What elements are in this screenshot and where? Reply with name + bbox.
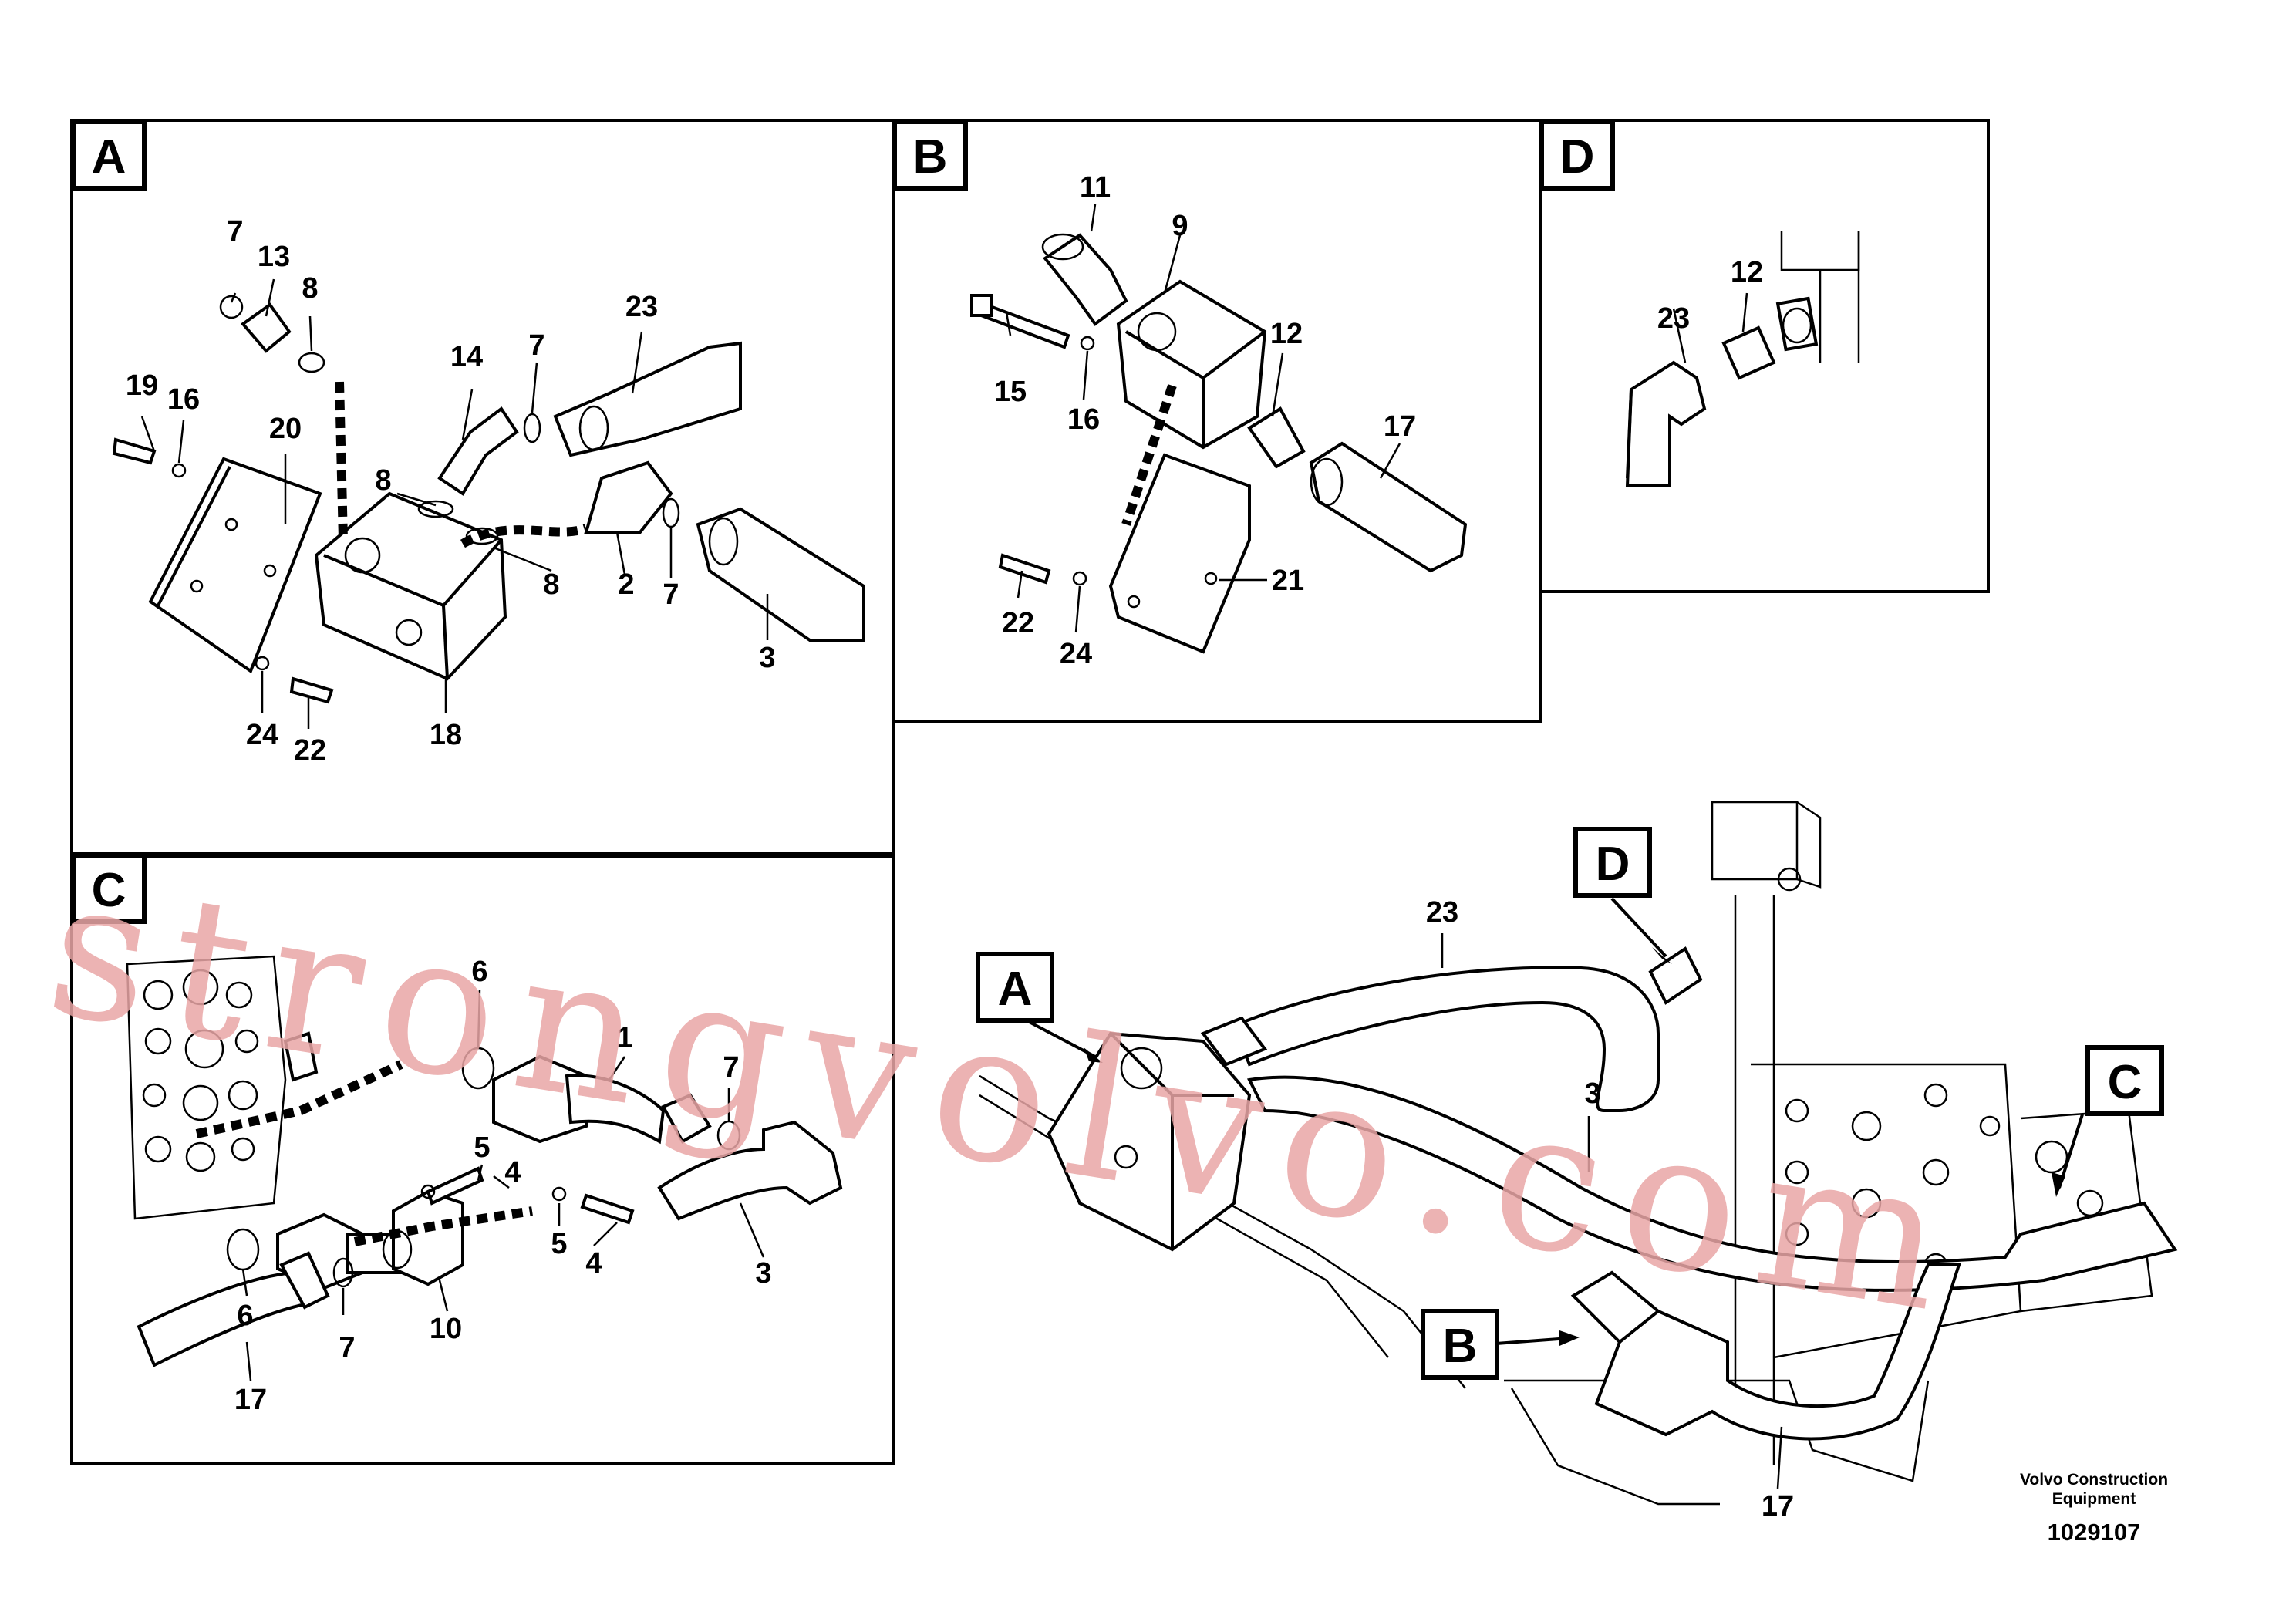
svg-text:3: 3: [759, 642, 775, 674]
svg-text:C: C: [92, 864, 126, 917]
svg-text:7: 7: [528, 329, 544, 362]
svg-text:8: 8: [302, 272, 318, 305]
svg-text:3: 3: [755, 1257, 771, 1290]
svg-text:15: 15: [994, 376, 1027, 408]
svg-text:B: B: [913, 130, 948, 184]
svg-text:D: D: [1560, 130, 1595, 184]
svg-text:17: 17: [1762, 1490, 1794, 1523]
svg-text:16: 16: [1067, 403, 1100, 436]
svg-text:5: 5: [474, 1131, 490, 1164]
panel-a-tag: A: [71, 120, 147, 191]
footer-credit: Volvo Construction Equipment 1029107: [2020, 1471, 2168, 1546]
svg-text:8: 8: [543, 568, 559, 601]
svg-text:Volvo Construction: Volvo Construction: [2020, 1471, 2168, 1489]
svg-text:6: 6: [237, 1300, 253, 1332]
main-labels: 23 3 17: [1426, 896, 1794, 1523]
svg-text:5: 5: [551, 1228, 567, 1260]
svg-text:23: 23: [625, 291, 658, 323]
svg-text:24: 24: [1060, 638, 1092, 670]
svg-text:13: 13: [258, 241, 290, 273]
panel-a-labels: 7 13 8 19 16 20 14 7 23 8 8 2 7 3 24 22 …: [126, 215, 776, 767]
main-assembly-drawing: [979, 801, 2178, 1506]
panel-a-frame: [70, 119, 895, 858]
svg-text:17: 17: [234, 1384, 267, 1416]
svg-text:24: 24: [246, 719, 278, 751]
svg-text:D: D: [1596, 838, 1630, 891]
svg-text:23: 23: [1657, 302, 1690, 335]
svg-text:9: 9: [1172, 210, 1188, 242]
svg-text:1: 1: [616, 1022, 632, 1054]
svg-text:7: 7: [723, 1051, 739, 1084]
main-callout-c: C: [2085, 1045, 2164, 1116]
svg-text:Equipment: Equipment: [2052, 1490, 2136, 1508]
svg-text:22: 22: [294, 734, 326, 767]
svg-text:A: A: [92, 130, 126, 184]
svg-text:22: 22: [1002, 607, 1034, 639]
svg-text:4: 4: [585, 1247, 602, 1280]
svg-text:21: 21: [1272, 565, 1304, 597]
panel-b-tag: B: [892, 120, 968, 191]
svg-text:12: 12: [1731, 256, 1763, 288]
svg-text:2: 2: [618, 568, 634, 601]
svg-text:7: 7: [663, 578, 679, 611]
svg-text:7: 7: [227, 215, 243, 248]
svg-text:12: 12: [1270, 318, 1303, 350]
svg-text:10: 10: [430, 1313, 462, 1345]
panel-d-drawing: [1625, 231, 1860, 487]
svg-text:4: 4: [504, 1156, 521, 1189]
svg-text:C: C: [2108, 1056, 2143, 1109]
svg-text:14: 14: [450, 341, 483, 373]
svg-text:8: 8: [375, 464, 391, 497]
svg-text:7: 7: [339, 1332, 355, 1364]
svg-text:16: 16: [167, 383, 200, 416]
svg-text:11: 11: [1080, 171, 1111, 204]
svg-text:B: B: [1443, 1320, 1478, 1373]
panel-d-frame: [1539, 119, 1990, 593]
svg-text:A: A: [998, 963, 1033, 1016]
panel-b-labels: 11 9 15 16 12 17 22 24 21: [994, 171, 1416, 670]
panel-a-drawing: [112, 278, 865, 729]
panel-c-drawing: [126, 955, 843, 1381]
main-callout-b: B: [1421, 1309, 1499, 1380]
panel-c-tag: C: [71, 853, 147, 924]
svg-text:6: 6: [471, 956, 487, 988]
svg-text:17: 17: [1384, 410, 1416, 443]
main-callout-d: D: [1573, 827, 1652, 898]
drawing-number: 1029107: [2048, 1519, 2141, 1546]
svg-text:3: 3: [1584, 1077, 1600, 1110]
svg-text:23: 23: [1426, 896, 1458, 929]
svg-text:20: 20: [269, 413, 302, 445]
svg-text:19: 19: [126, 369, 158, 402]
panel-c-frame: [70, 852, 895, 1465]
main-callout-a: A: [976, 952, 1054, 1023]
panel-d-tag: D: [1539, 120, 1615, 191]
panel-c-labels: 6 1 7 5 4 6 5 4 3 7 10 17: [234, 956, 772, 1416]
svg-text:18: 18: [430, 719, 462, 751]
panel-b-drawing: [970, 204, 1468, 654]
panel-d-labels: 23 12: [1657, 256, 1763, 335]
